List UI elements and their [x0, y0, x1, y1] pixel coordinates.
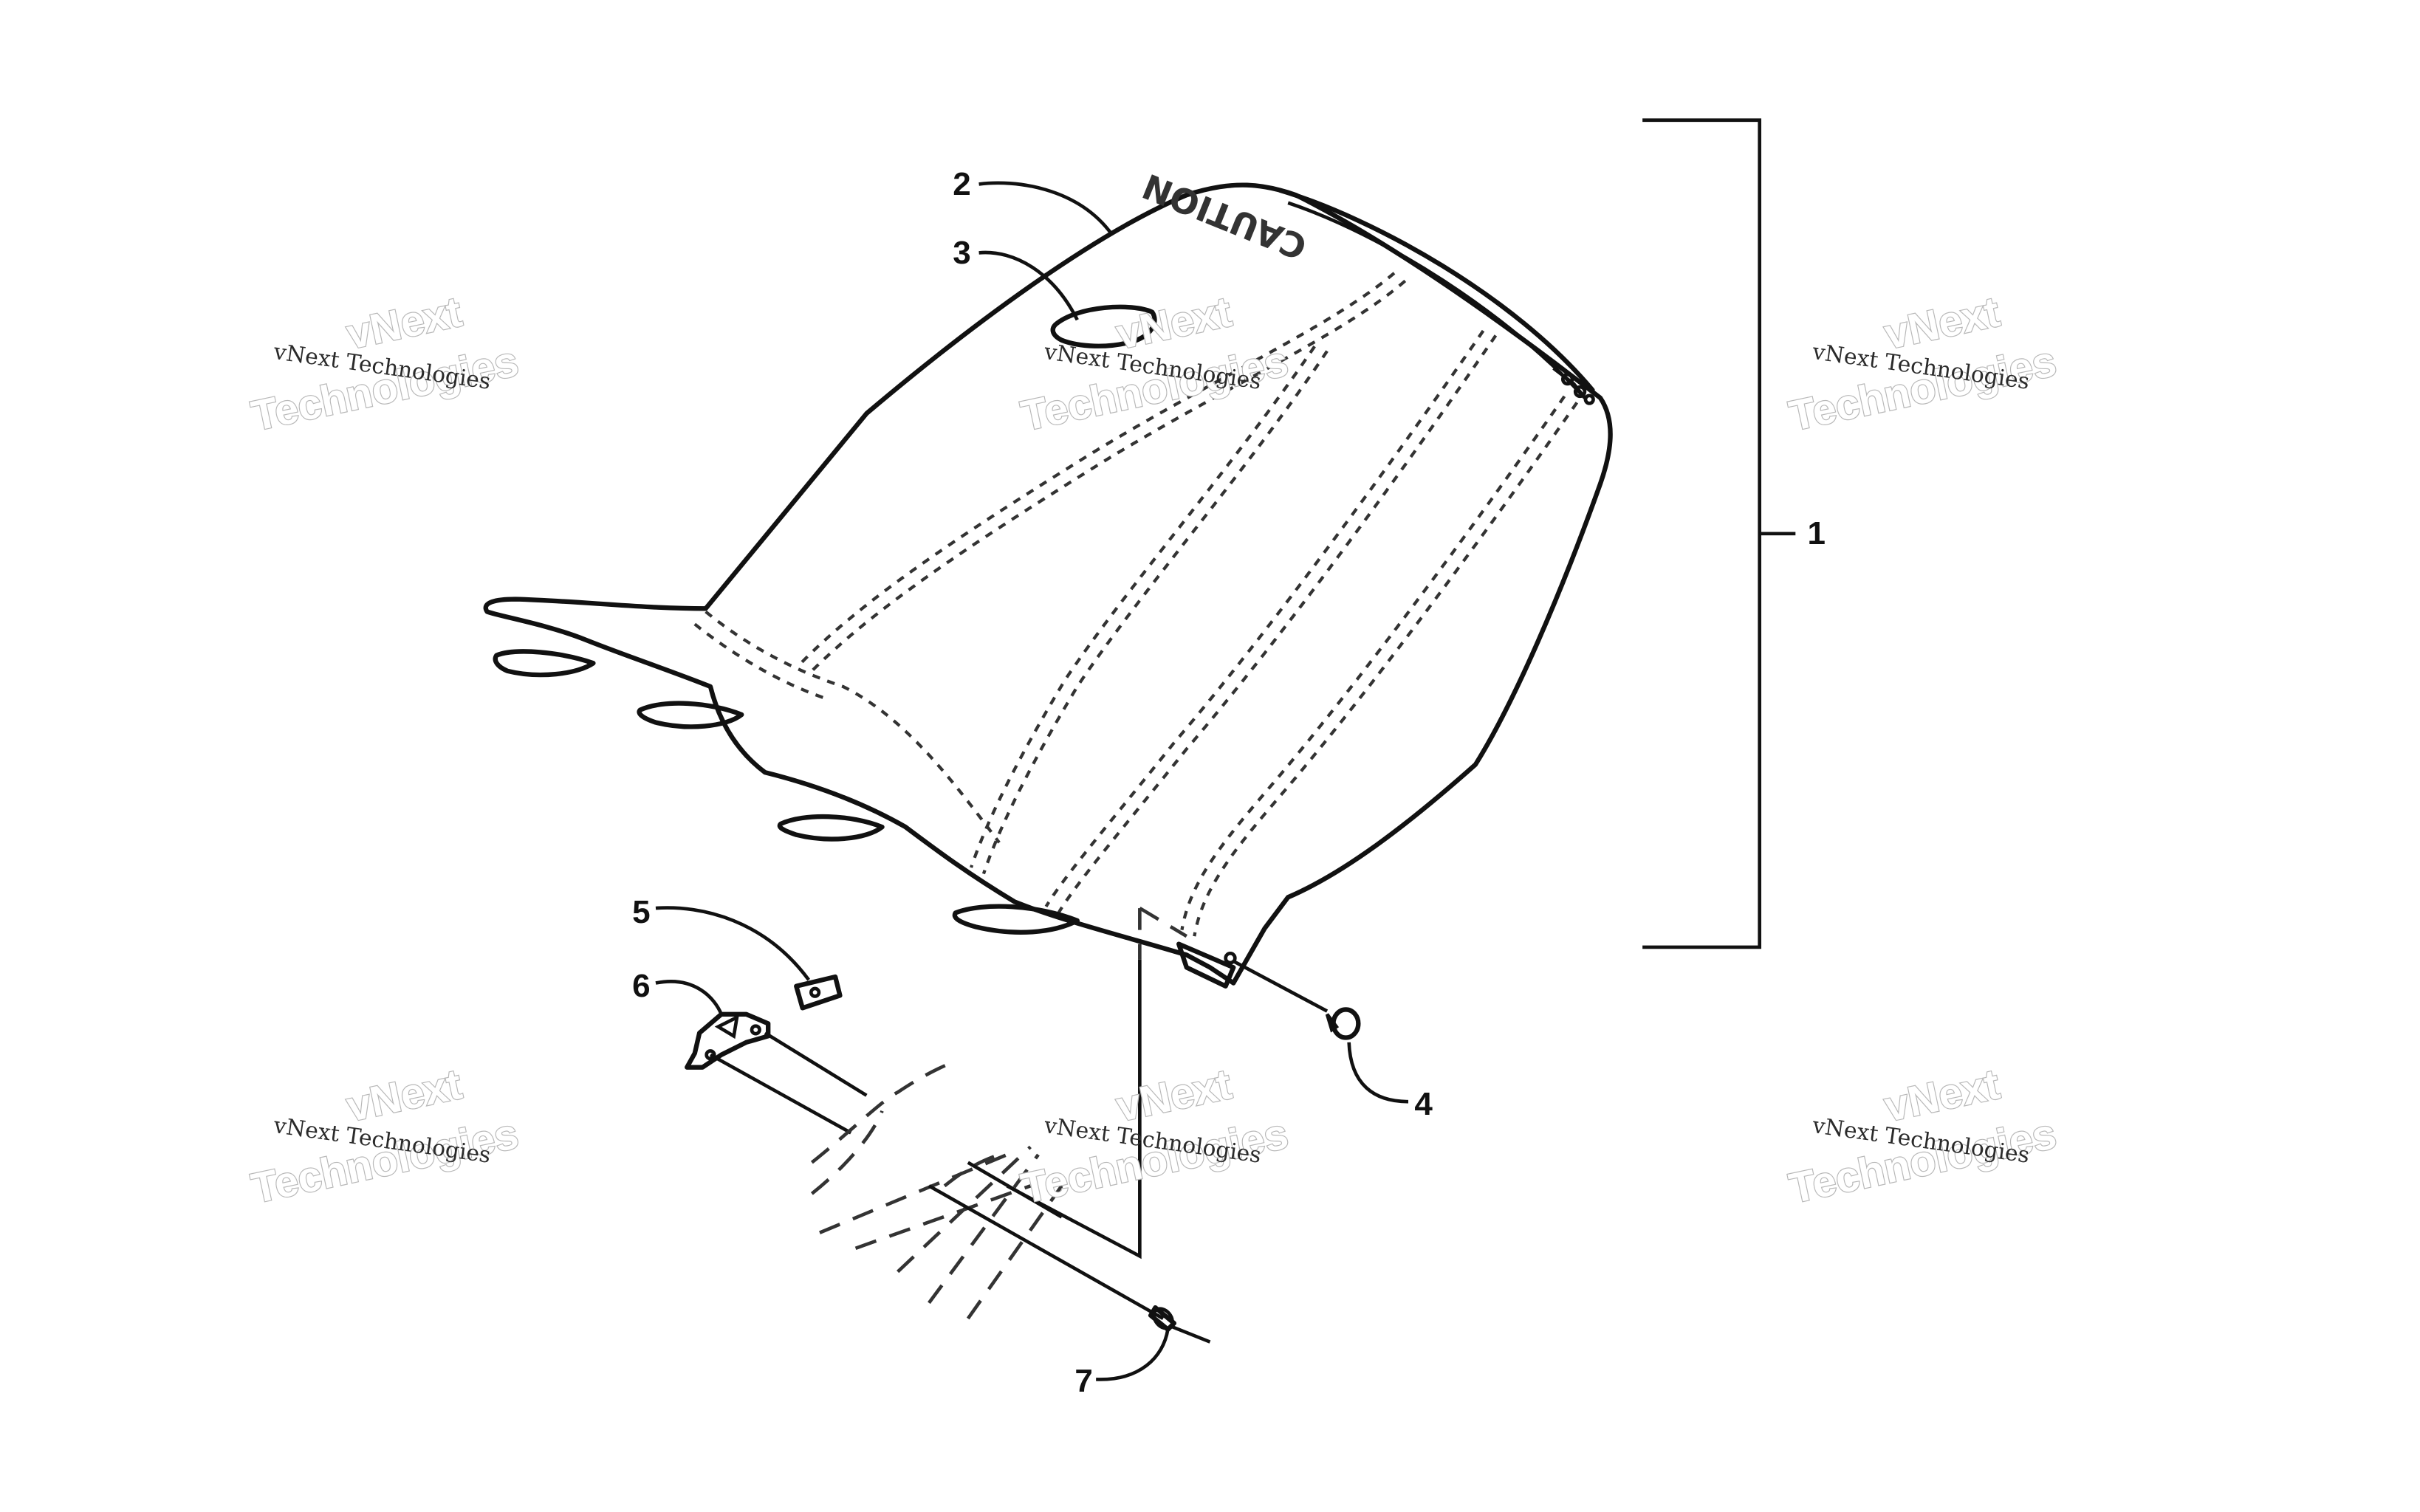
leader-6 [655, 980, 723, 1015]
clip-nut [794, 974, 843, 1011]
svg-text:vNext: vNext [1880, 1061, 2003, 1131]
assembly-bracket [1642, 118, 1796, 949]
callout-7: 7 [1074, 1363, 1092, 1399]
flap-3 [777, 814, 885, 842]
callout-5: 5 [632, 894, 650, 930]
callout-2: 2 [953, 166, 970, 202]
leader-2 [978, 181, 1114, 236]
seam-4 [1193, 402, 1579, 937]
callout-3: 3 [953, 235, 970, 271]
seat-top-ridge [1278, 188, 1595, 393]
svg-text:vNext: vNext [1112, 1061, 1235, 1131]
bracket-plate [685, 1011, 771, 1070]
svg-text:vNext: vNext [1880, 288, 2003, 358]
svg-text:vNext: vNext [343, 288, 466, 358]
decal-patch [1050, 304, 1157, 348]
flap-4 [952, 904, 1080, 935]
rear-mount-tab [1176, 941, 1236, 989]
caution-label-heading: CAUTION [1137, 165, 1312, 267]
callout-labels: 1 2 3 4 5 6 7 [632, 166, 1826, 1399]
screw [1233, 959, 1361, 1040]
svg-text:vNext: vNext [343, 1061, 466, 1131]
flap-1 [493, 649, 596, 678]
rivet [1148, 1305, 1211, 1344]
seat-outline [483, 182, 1613, 986]
leader-7 [1096, 1329, 1170, 1381]
leader-5 [655, 906, 811, 981]
seam-2 [981, 350, 1329, 875]
flap-2 [637, 701, 744, 729]
seam-1 [810, 279, 1407, 673]
leader-3 [978, 250, 1079, 321]
frame-outline [810, 1059, 1063, 1320]
callout-6: 6 [632, 968, 650, 1004]
svg-text:vNext: vNext [1112, 288, 1235, 358]
seat-assembly: CAUTION [483, 165, 1613, 986]
zipper [1552, 366, 1595, 405]
leader-4 [1347, 1042, 1409, 1104]
callout-4: 4 [1414, 1086, 1433, 1122]
seam-3 [1057, 334, 1498, 914]
callout-1: 1 [1808, 515, 1826, 551]
caution-label: CAUTION [1137, 165, 1312, 267]
